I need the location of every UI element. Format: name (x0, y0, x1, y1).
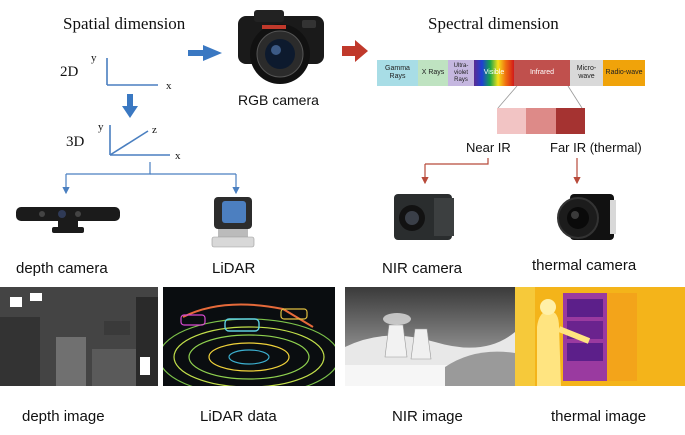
depth-image-label: depth image (22, 408, 105, 425)
band-infrared: Infrared (514, 60, 570, 86)
band-microwave: Micro-wave (570, 60, 603, 86)
lidar-image (206, 193, 260, 249)
depth-image (0, 287, 158, 386)
depth-camera-label: depth camera (16, 260, 108, 277)
rgb-camera-image (232, 6, 330, 86)
axis-x-3d: x (175, 150, 181, 162)
thermal-image-label: thermal image (551, 408, 647, 425)
thermal-image (515, 287, 685, 386)
band-uv: Ultra-violet Rays (448, 60, 474, 86)
connector-spatial-devices (66, 162, 151, 175)
axis-y-3d: y (98, 121, 104, 133)
arrow-to-spectral (342, 40, 368, 62)
far-ir-label: Far IR (thermal) (550, 140, 642, 155)
nir-image (345, 287, 515, 386)
lidar-label: LiDAR (212, 260, 256, 277)
nir-camera-label: NIR camera (382, 260, 463, 277)
axis-y-2d: y (91, 52, 97, 64)
lidar-data-label: LiDAR data (200, 408, 277, 425)
thermal-camera-image (552, 186, 618, 248)
spectral-dimension-title: Spectral dimension (428, 14, 559, 33)
nir-image-label: NIR image (392, 408, 463, 425)
near-ir-label: Near IR (466, 140, 511, 155)
band-gamma: Gamma Rays (377, 60, 418, 86)
band-radiowave: Radio-wave (603, 60, 645, 86)
nir-camera-image (390, 188, 460, 246)
axes-2d (106, 58, 158, 86)
axis-x-2d: x (166, 80, 172, 92)
infrared-zoom-bar (497, 108, 585, 134)
thermal-camera-label: thermal camera (532, 257, 637, 274)
depth-camera-image (14, 203, 122, 237)
arrow-to-spatial (188, 45, 222, 61)
label-2d: 2D (60, 64, 79, 80)
label-3d: 3D (66, 134, 85, 150)
spatial-dimension-title: Spatial dimension (63, 14, 186, 33)
axis-z-3d: z (152, 124, 157, 136)
rgb-camera-label: RGB camera (238, 92, 319, 108)
band-xray: X Rays (418, 60, 448, 86)
lidar-data-image (163, 287, 335, 386)
axes-3d (109, 125, 170, 156)
arrow-2d-to-3d (122, 94, 138, 118)
band-visible: Visible (474, 60, 514, 86)
